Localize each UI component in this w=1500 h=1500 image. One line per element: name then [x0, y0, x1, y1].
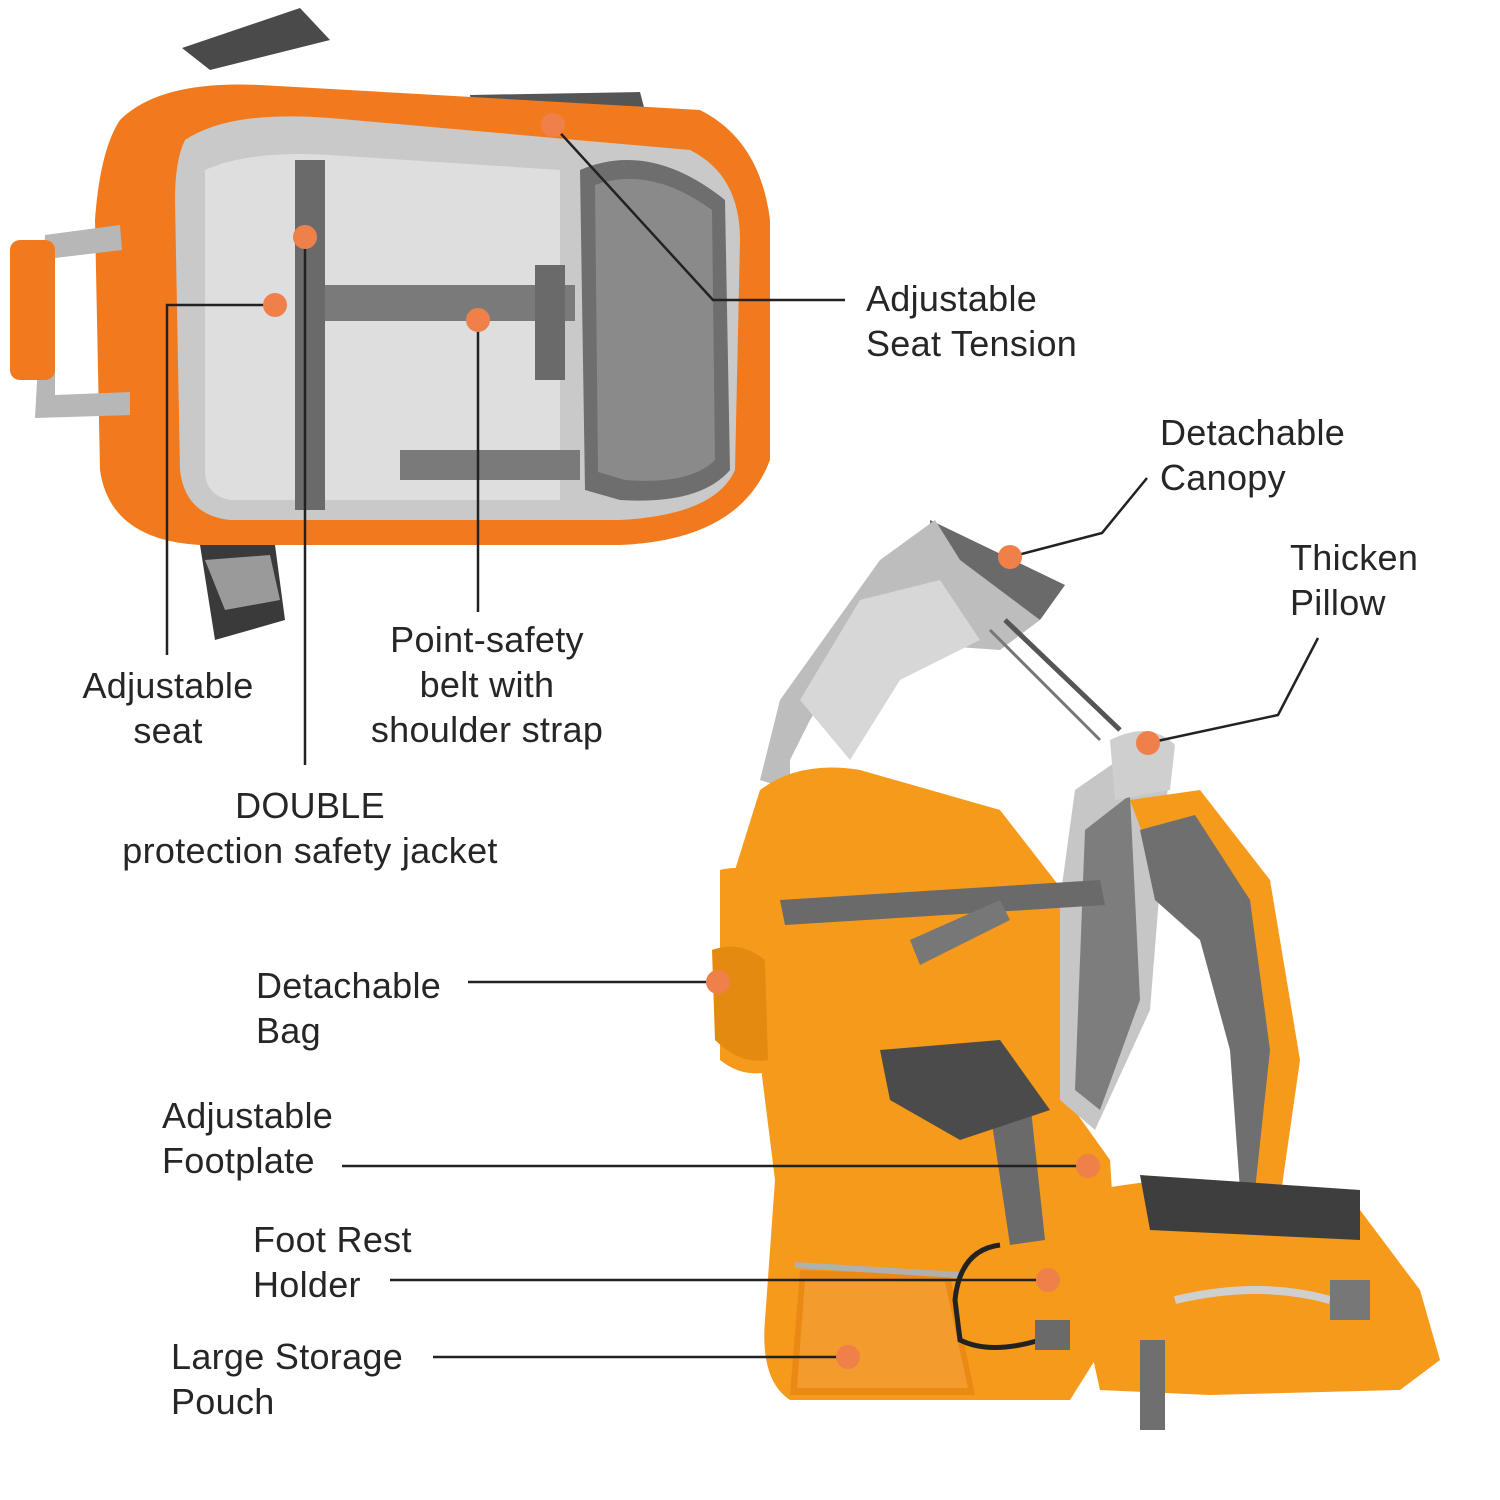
bag-label: Detachable Bag [256, 963, 441, 1053]
footplate-marker [1076, 1154, 1100, 1178]
footplate-line2: Footplate [162, 1140, 315, 1181]
seat-tension-leader [552, 124, 845, 302]
footplate-line1: Adjustable [162, 1095, 334, 1136]
bag-marker [706, 970, 730, 994]
adjustable-seat-marker [263, 293, 287, 317]
safety-belt-line3: shoulder strap [370, 709, 604, 750]
bag-line2: Bag [256, 1010, 321, 1051]
canopy-leader [1009, 477, 1148, 559]
seat-tension-line2: Seat Tension [866, 323, 1078, 364]
safety-jacket-line1: DOUBLE [235, 785, 385, 826]
safety-belt-label: Point-safety belt with shoulder strap [347, 617, 627, 752]
safety-jacket-marker [293, 225, 317, 249]
callout-markers [263, 113, 1160, 1369]
pillow-leader [1147, 637, 1320, 745]
storage-line1: Large Storage [171, 1336, 404, 1377]
canopy-line2: Canopy [1160, 457, 1286, 498]
safety-belt-line2: belt with [419, 664, 555, 705]
canopy-label: Detachable Canopy [1160, 410, 1345, 500]
seat-tension-marker [541, 113, 565, 137]
side-carrier-image [712, 520, 1440, 1430]
safety-jacket-line2: protection safety jacket [122, 830, 498, 871]
foot-rest-label: Foot Rest Holder [253, 1217, 412, 1307]
canopy-line1: Detachable [1160, 412, 1346, 453]
safety-belt-marker [466, 308, 490, 332]
seat-tension-line1: Adjustable [866, 278, 1038, 319]
safety-belt-line1: Point-safety [390, 619, 584, 660]
safety-jacket-label: DOUBLE protection safety jacket [100, 783, 520, 873]
storage-label: Large Storage Pouch [171, 1334, 403, 1424]
pillow-line1: Thicken [1290, 537, 1419, 578]
adjustable-seat-line1: Adjustable [82, 665, 254, 706]
footplate-label: Adjustable Footplate [162, 1093, 333, 1183]
leader-lines [165, 124, 1320, 1359]
seat-tension-label: Adjustable Seat Tension [866, 276, 1077, 366]
foot-rest-marker [1036, 1268, 1060, 1292]
canopy-marker [998, 545, 1022, 569]
storage-marker [836, 1345, 860, 1369]
pillow-marker [1136, 731, 1160, 755]
storage-line2: Pouch [171, 1381, 275, 1422]
foot-rest-line1: Foot Rest [253, 1219, 412, 1260]
adjustable-seat-label: Adjustable seat [68, 663, 268, 753]
pillow-label: Thicken Pillow [1290, 535, 1418, 625]
foot-rest-line2: Holder [253, 1264, 361, 1305]
bag-line1: Detachable [256, 965, 442, 1006]
adjustable-seat-leader [165, 303, 275, 655]
pillow-line2: Pillow [1290, 582, 1386, 623]
adjustable-seat-line2: seat [133, 710, 203, 751]
top-carrier-image [10, 8, 770, 640]
